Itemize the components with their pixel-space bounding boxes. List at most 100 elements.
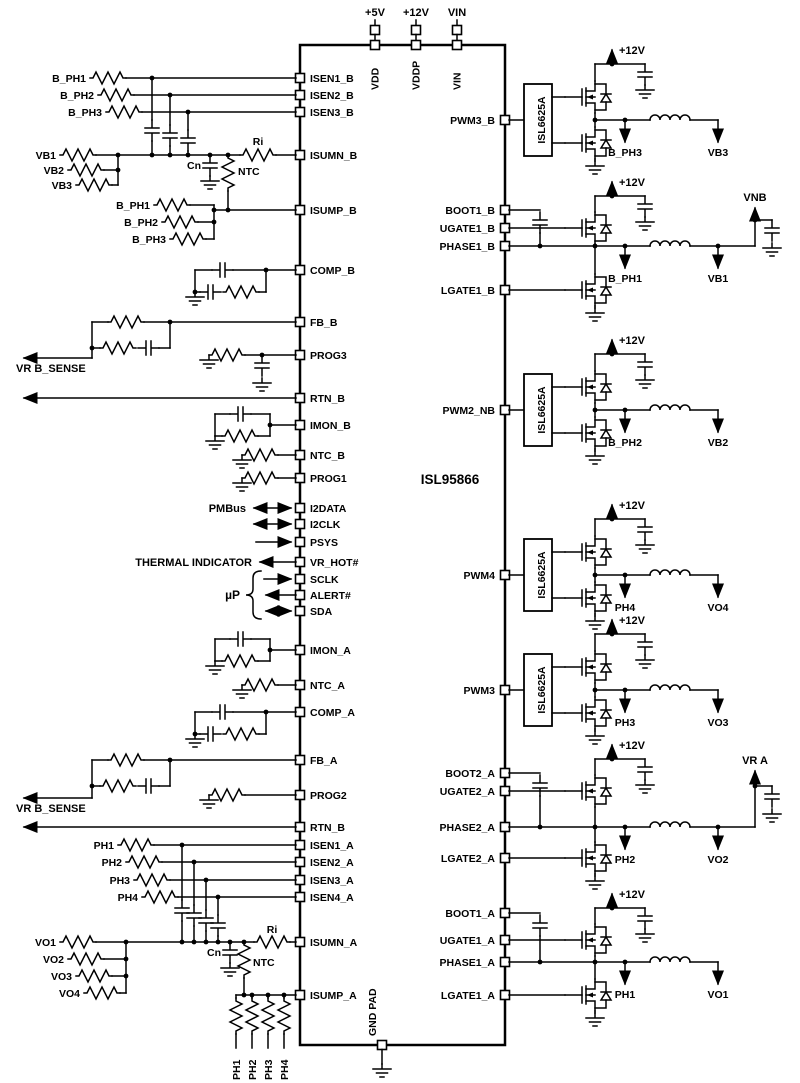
- rail-vin-label: VIN: [448, 7, 466, 19]
- isumnb-network: VB1 VB2 VB3 Cn NTC Ri: [36, 136, 297, 211]
- pin-rtnb2: RTN_B: [310, 822, 345, 834]
- pin-isumpa: ISUMP_A: [310, 990, 357, 1002]
- ground-icon: [585, 730, 605, 745]
- resistor: [83, 986, 121, 1000]
- mosfet: [564, 416, 612, 450]
- mosfet: [564, 978, 612, 1012]
- resistor: [261, 997, 275, 1035]
- label-ph1: PH1: [94, 840, 115, 852]
- pin-boot2a: BOOT2_A: [445, 768, 495, 780]
- pin-vddp: [410, 39, 422, 51]
- pin-rtnb: RTN_B: [310, 393, 345, 405]
- ground-icon: [199, 354, 219, 369]
- power-stage-pwm3: ISL6625A +12V PH3 VO3: [508, 615, 729, 745]
- pin-vddp-label: VDDP: [411, 61, 423, 90]
- pin-imona: IMON_A: [310, 645, 351, 657]
- power-stage-phase1a: +12V PH1 VO1: [508, 889, 729, 1027]
- inductor: [649, 404, 691, 411]
- resistor: [75, 178, 113, 192]
- capacitor: [137, 340, 160, 356]
- imonb-network: [205, 406, 297, 450]
- label-ph3: PH3: [263, 1059, 275, 1080]
- driver-label: ISL6625A: [536, 386, 548, 434]
- pin-isen1a: ISEN1_A: [310, 840, 354, 852]
- pin-ugate2a: UGATE2_A: [440, 786, 496, 798]
- pin-i2data: I2DATA: [310, 503, 347, 515]
- resistor: [99, 779, 137, 793]
- rail-12v-label: +12V: [403, 7, 430, 19]
- pin-psys: PSYS: [310, 537, 338, 549]
- ic-part-number: ISL95866: [421, 472, 480, 487]
- pin-isen3b: ISEN3_B: [310, 107, 354, 119]
- mosfet: [564, 211, 612, 245]
- compb-network: [185, 262, 297, 306]
- label-micro: µP: [225, 588, 240, 602]
- pin-alert: ALERT#: [310, 590, 351, 602]
- pin-fbb: FB_B: [310, 317, 338, 329]
- inductor: [649, 240, 691, 247]
- inductor: [649, 114, 691, 121]
- label-bph1: B_PH1: [608, 273, 642, 285]
- label-vb1: VB1: [36, 150, 57, 162]
- pin-ntcb: NTC_B: [310, 450, 345, 462]
- pin-compb: COMP_B: [310, 265, 355, 277]
- main-ic: ISL95866 GND PAD: [298, 43, 507, 1078]
- capacitor: [137, 778, 160, 794]
- capacitor: [144, 119, 160, 142]
- capacitor: [637, 195, 653, 218]
- driver-ic: [523, 538, 553, 612]
- prog2-network: [199, 788, 297, 809]
- pin-prog3: PROG3: [310, 350, 347, 362]
- capacitor: [180, 129, 196, 152]
- ntca-network: [232, 678, 297, 699]
- label-ph4: PH4: [118, 892, 139, 904]
- label-bph3: B_PH3: [608, 147, 642, 159]
- label-ph1: PH1: [231, 1059, 243, 1080]
- top-rails: +5V +12V VIN VDD VDDP VIN: [365, 7, 466, 90]
- label-vnb: VNB: [743, 192, 766, 204]
- ground-icon: [635, 84, 655, 99]
- resistor: [221, 429, 259, 443]
- cn-capacitor: [222, 941, 238, 964]
- capacitor: [211, 704, 234, 720]
- label-12v: +12V: [619, 335, 646, 347]
- ground-icon: [762, 808, 782, 823]
- label-vb1: VB1: [708, 273, 729, 285]
- ground-icon: [585, 615, 605, 630]
- pin-isen2a: ISEN2_A: [310, 857, 354, 869]
- mosfet: [564, 774, 612, 808]
- driver-label: ISL6625A: [536, 96, 548, 144]
- resistor: [59, 148, 97, 162]
- gnd-pad-pin: [376, 1039, 388, 1051]
- driver-ic: [523, 373, 553, 447]
- pin-ntca: NTC_A: [310, 680, 345, 692]
- label-ri: Ri: [267, 924, 278, 936]
- isena-network: PH1 PH2 PH3 PH4: [94, 838, 297, 943]
- thermal-indicator: THERMAL INDICATOR: [135, 556, 297, 569]
- resistor: [277, 997, 291, 1035]
- label-vo3: VO3: [707, 717, 728, 729]
- resistor: [208, 788, 246, 802]
- ground-icon: [232, 684, 252, 699]
- ground-icon: [199, 794, 219, 809]
- resistor: [133, 873, 171, 887]
- mosfet: [564, 841, 612, 875]
- capacitor: [637, 353, 653, 376]
- pin-i2clk: I2CLK: [310, 519, 341, 531]
- fbb-network: VR B_SENSE: [16, 315, 297, 375]
- capacitor: [162, 124, 178, 147]
- gnd-pad-label: GND PAD: [367, 988, 379, 1036]
- resistor: [75, 969, 113, 983]
- label-12v: +12V: [619, 889, 646, 901]
- isumpb-network: B_PH1 B_PH2 B_PH3: [116, 198, 297, 246]
- resistor: [241, 678, 279, 692]
- cn-capacitor: [202, 154, 218, 177]
- brace: [245, 570, 262, 620]
- ground-icon: [252, 377, 272, 392]
- pin-lgate1b: LGATE1_B: [441, 285, 495, 297]
- prog1-network: [232, 471, 297, 492]
- left-pins: ISEN1_B ISEN2_B ISEN3_B ISUMN_B ISUMP_B …: [294, 72, 359, 1002]
- label-ph4: PH4: [615, 602, 636, 614]
- label-vb3: VB3: [52, 180, 73, 192]
